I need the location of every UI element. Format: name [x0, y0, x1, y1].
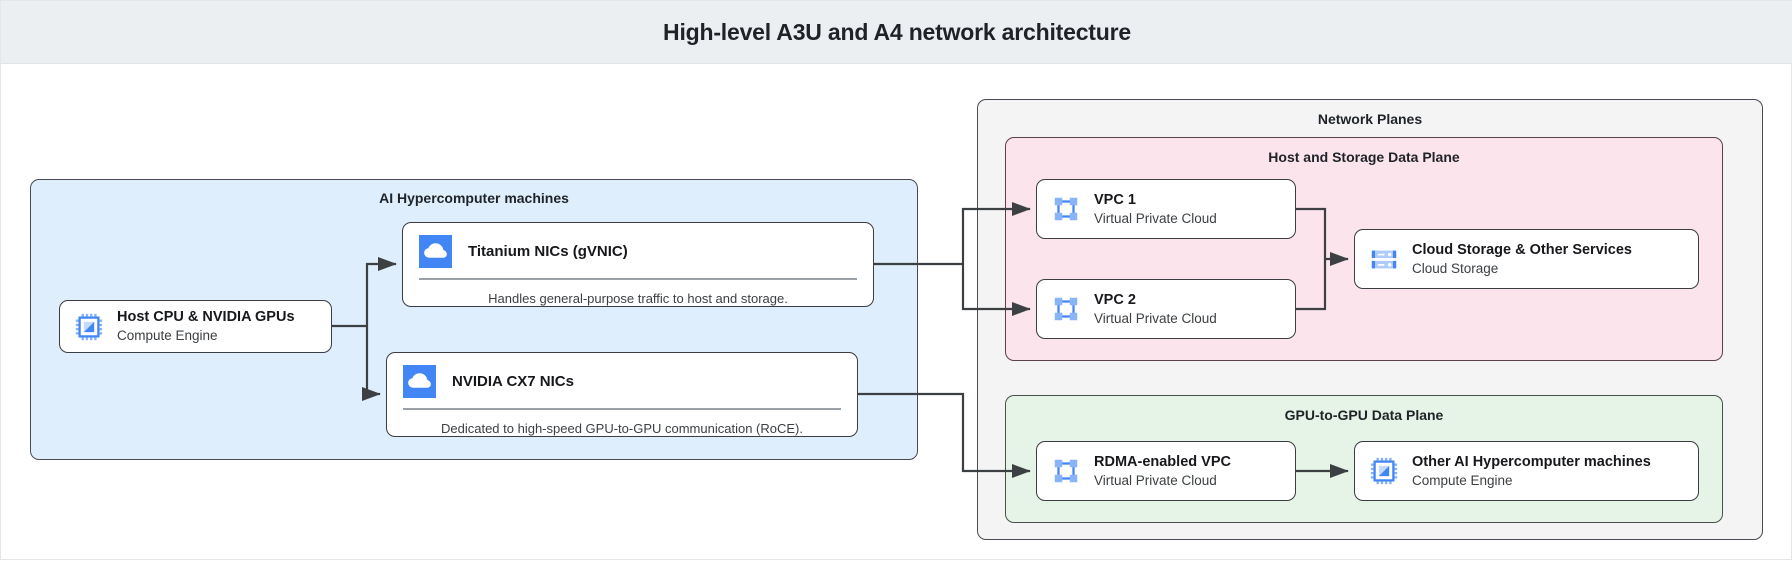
- node-title: RDMA-enabled VPC: [1094, 453, 1231, 470]
- card-titanium-nics[interactable]: Titanium NICs (gVNIC) Handles general-pu…: [402, 222, 874, 307]
- header-bar: High-level A3U and A4 network architectu…: [1, 1, 1792, 64]
- node-host-cpu-nvidia-gpus[interactable]: Host CPU & NVIDIA GPUs Compute Engine: [59, 300, 332, 353]
- card-header: Titanium NICs (gVNIC): [403, 223, 873, 278]
- node-title: Cloud Storage & Other Services: [1412, 241, 1632, 258]
- card-nvidia-cx7-nics[interactable]: NVIDIA CX7 NICs Dedicated to high-speed …: [386, 352, 858, 437]
- node-subtitle: Virtual Private Cloud: [1094, 310, 1217, 326]
- vpc-icon: [1054, 459, 1078, 483]
- node-title: Host CPU & NVIDIA GPUs: [117, 309, 295, 326]
- node-subtitle: Cloud Storage: [1412, 260, 1499, 276]
- group-title-host-storage-plane: Host and Storage Data Plane: [1268, 149, 1460, 165]
- card-divider: [403, 408, 841, 410]
- card-divider: [419, 278, 857, 280]
- card-description: Dedicated to high-speed GPU-to-GPU commu…: [441, 421, 803, 436]
- card-description: Handles general-purpose traffic to host …: [488, 291, 788, 306]
- node-rdma-enabled-vpc[interactable]: RDMA-enabled VPC Virtual Private Cloud: [1036, 441, 1296, 501]
- card-title: Titanium NICs (gVNIC): [468, 243, 628, 260]
- group-title-gpu-plane: GPU-to-GPU Data Plane: [1284, 407, 1444, 423]
- card-header: NVIDIA CX7 NICs: [387, 353, 857, 408]
- cpu-chip-icon: [75, 313, 103, 340]
- vpc-icon: [1054, 297, 1078, 321]
- cpu-chip-icon: [1370, 457, 1398, 485]
- group-title-ai-machines: AI Hypercomputer machines: [379, 190, 569, 206]
- node-subtitle: Compute Engine: [1412, 472, 1513, 488]
- group-title-network-planes: Network Planes: [1317, 111, 1423, 127]
- node-vpc-2[interactable]: VPC 2 Virtual Private Cloud: [1036, 279, 1296, 339]
- cloud-icon: [403, 365, 436, 398]
- vpc-icon: [1054, 197, 1078, 221]
- node-subtitle: Virtual Private Cloud: [1094, 472, 1217, 488]
- node-title: Other AI Hypercomputer machines: [1412, 453, 1651, 470]
- storage-rack-icon: [1371, 250, 1397, 269]
- cloud-icon: [419, 235, 452, 268]
- node-subtitle: Virtual Private Cloud: [1094, 210, 1217, 226]
- node-other-ai-hypercomputer-machines[interactable]: Other AI Hypercomputer machines Compute …: [1354, 441, 1699, 501]
- node-title: VPC 2: [1094, 291, 1136, 308]
- page-title: High-level A3U and A4 network architectu…: [663, 19, 1131, 45]
- node-title: VPC 1: [1094, 191, 1136, 208]
- node-cloud-storage-other-services[interactable]: Cloud Storage & Other Services Cloud Sto…: [1354, 229, 1699, 289]
- node-subtitle: Compute Engine: [117, 328, 218, 343]
- node-vpc-1[interactable]: VPC 1 Virtual Private Cloud: [1036, 179, 1296, 239]
- card-title: NVIDIA CX7 NICs: [452, 373, 574, 390]
